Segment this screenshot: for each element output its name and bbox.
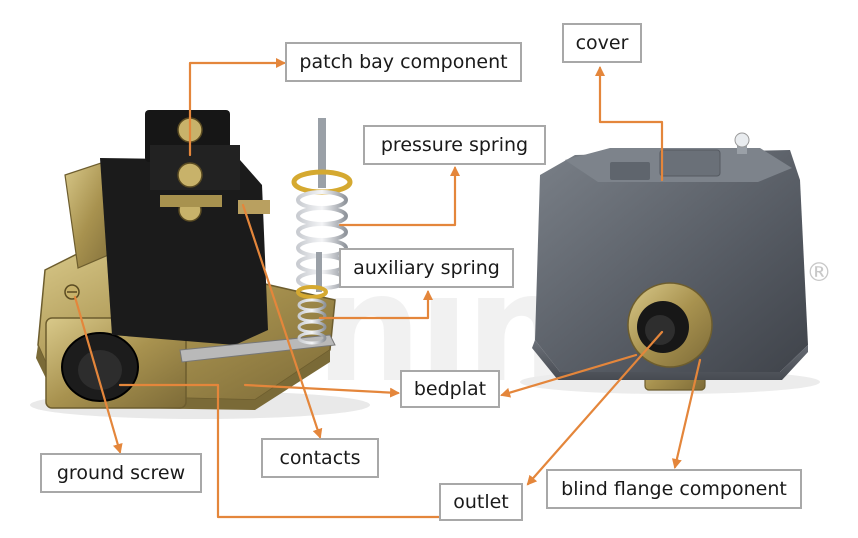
covered-pressure-switch [520,133,820,394]
label-ground-screw: ground screw [40,453,202,493]
label-pressure-spring: pressure spring [363,125,546,165]
open-pressure-switch [30,110,370,419]
label-auxiliary-spring: auxiliary spring [339,248,514,288]
label-blind-flange-component: blind flange component [546,469,802,509]
label-patch-bay-component: patch bay component [285,42,522,82]
label-contacts: contacts [261,438,379,478]
label-outlet: outlet [439,483,523,521]
label-bedplat: bedplat [400,370,500,408]
label-cover: cover [562,23,642,63]
